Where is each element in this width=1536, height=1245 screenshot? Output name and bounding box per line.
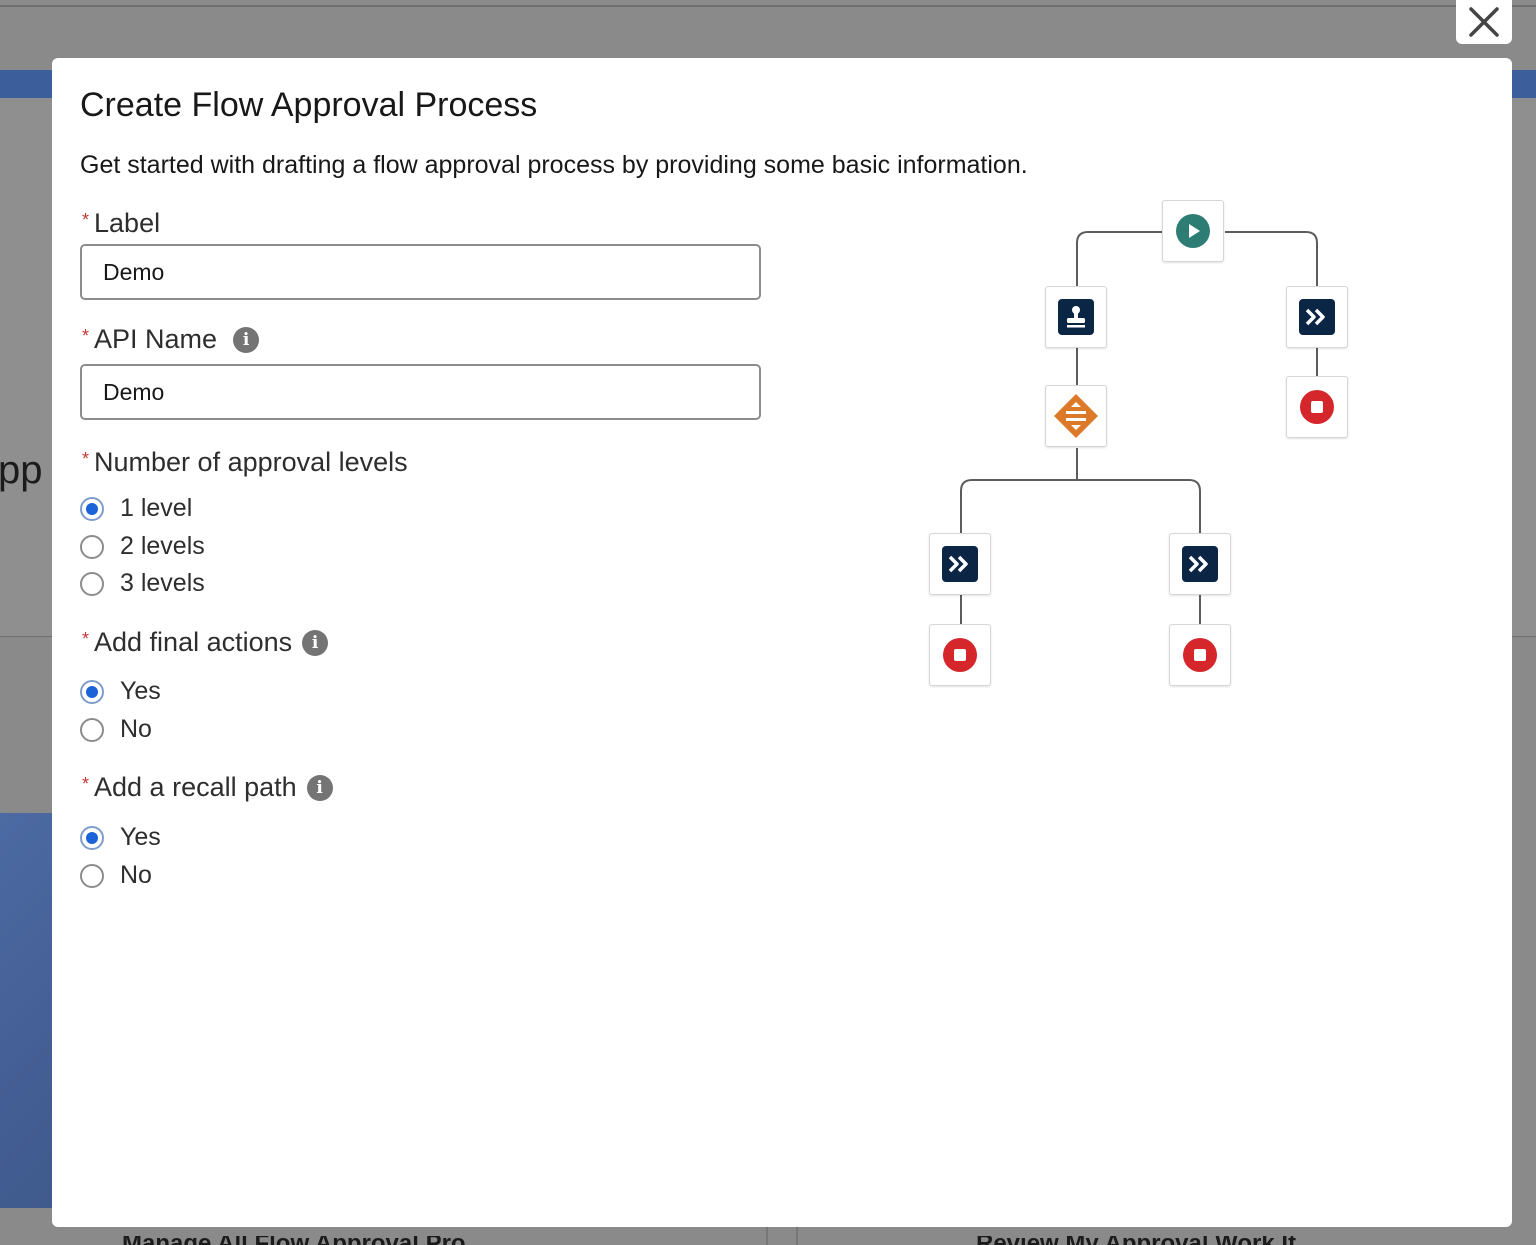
- info-icon[interactable]: i: [302, 629, 329, 656]
- required-marker: *: [82, 210, 90, 230]
- flow-node-start: [1162, 200, 1224, 262]
- radio-button[interactable]: [80, 717, 104, 742]
- radio-button-selected[interactable]: [80, 825, 104, 850]
- required-marker: *: [82, 629, 90, 649]
- play-icon: [1176, 214, 1210, 248]
- approval-levels-label: * Number of approval levels: [82, 447, 408, 478]
- background-left-mid: [0, 637, 52, 813]
- radio-label: Yes: [120, 823, 161, 851]
- close-button[interactable]: [1456, 0, 1512, 44]
- flow-node-reject-stage: [1169, 533, 1231, 595]
- required-marker: *: [82, 326, 90, 346]
- recall-path-text: Add a recall path: [94, 772, 297, 802]
- radio-final-actions-no[interactable]: No: [80, 715, 152, 744]
- background-right-strip: [1512, 98, 1536, 637]
- background-divider: [766, 1227, 768, 1245]
- stamp-icon: [1058, 299, 1094, 335]
- fast-forward-icon: [942, 546, 978, 582]
- label-field-label: * Label: [82, 208, 160, 239]
- radio-label: No: [120, 861, 152, 889]
- radio-recall-path-no[interactable]: No: [80, 861, 152, 890]
- background-divider: [796, 1227, 798, 1245]
- radio-button-selected[interactable]: [80, 496, 104, 521]
- radio-label: Yes: [120, 677, 161, 705]
- background-card-title-left: Manage All Flow Approval Pro: [122, 1236, 642, 1245]
- stop-icon: [943, 638, 977, 672]
- radio-label: 1 level: [120, 494, 193, 522]
- radio-final-actions-yes[interactable]: Yes: [80, 677, 161, 706]
- background-left-card: [0, 813, 52, 1208]
- recall-path-label: * Add a recall path i: [82, 772, 333, 803]
- api-name-input[interactable]: [80, 364, 761, 420]
- api-name-field-label: * API Name i: [82, 324, 260, 355]
- background-card-title-right: Review My Approval Work It: [976, 1236, 1376, 1245]
- fast-forward-icon: [1182, 546, 1218, 582]
- close-icon: [1469, 7, 1499, 37]
- background-bottom-bar: [0, 1227, 1536, 1245]
- connector-line: [1076, 231, 1162, 286]
- final-actions-label: * Add final actions i: [82, 627, 329, 658]
- radio-button-selected[interactable]: [80, 679, 104, 704]
- radio-2-levels[interactable]: 2 levels: [80, 532, 205, 561]
- approval-levels-text: Number of approval levels: [94, 447, 408, 477]
- flow-node-approve-end: [929, 624, 991, 686]
- fast-forward-icon: [1299, 299, 1335, 335]
- label-input[interactable]: [80, 244, 761, 300]
- radio-label: No: [120, 715, 152, 743]
- flow-node-approval-step: [1045, 286, 1107, 348]
- background-left-panel: [0, 98, 52, 637]
- decision-icon: [1054, 394, 1098, 438]
- create-flow-approval-modal: Create Flow Approval Process Get started…: [52, 58, 1512, 1227]
- radio-recall-path-yes[interactable]: Yes: [80, 823, 161, 852]
- radio-3-levels[interactable]: 3 levels: [80, 569, 205, 598]
- flow-node-reject-end: [1169, 624, 1231, 686]
- connector-line: [1077, 479, 1201, 533]
- flow-node-decision: [1045, 385, 1107, 447]
- required-marker: *: [82, 449, 90, 469]
- label-field-text: Label: [94, 208, 161, 238]
- connector-line: [960, 479, 1077, 533]
- modal-description: Get started with drafting a flow approva…: [80, 151, 1028, 179]
- info-icon[interactable]: i: [306, 774, 333, 801]
- flow-node-recall-end: [1286, 376, 1348, 438]
- stop-icon: [1300, 390, 1334, 424]
- info-icon[interactable]: i: [233, 326, 260, 353]
- radio-1-level[interactable]: 1 level: [80, 494, 192, 523]
- radio-label: 3 levels: [120, 569, 205, 597]
- background-peek-text: pp: [0, 448, 43, 492]
- final-actions-text: Add final actions: [94, 627, 293, 657]
- radio-button[interactable]: [80, 571, 104, 596]
- flow-node-approve-stage: [929, 533, 991, 595]
- radio-label: 2 levels: [120, 532, 205, 560]
- modal-title: Create Flow Approval Process: [80, 86, 538, 124]
- stop-icon: [1183, 638, 1217, 672]
- flow-node-recall-stage: [1286, 286, 1348, 348]
- flow-connectors: [960, 231, 1318, 624]
- api-name-field-text: API Name: [94, 324, 218, 354]
- radio-button[interactable]: [80, 534, 104, 559]
- radio-button[interactable]: [80, 863, 104, 888]
- background-top-line: [0, 5, 1536, 7]
- required-marker: *: [82, 774, 90, 794]
- connector-line: [1225, 231, 1318, 286]
